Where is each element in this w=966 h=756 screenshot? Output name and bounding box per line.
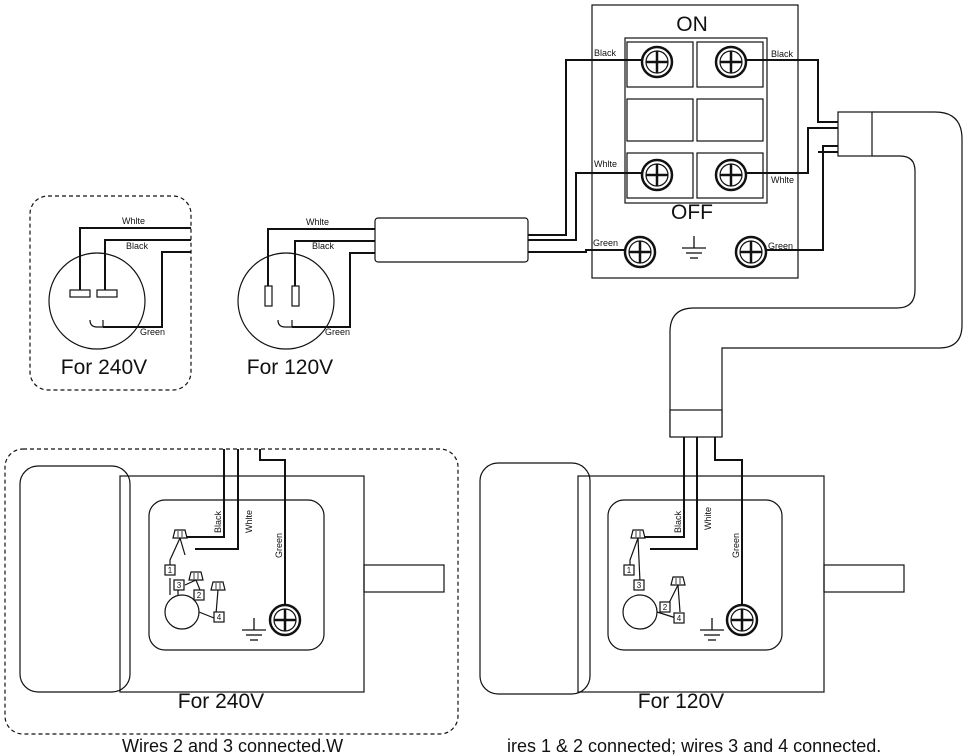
plug-120v: Whlte Black Green For 120V [237, 217, 375, 379]
motor-240v-green-label: Green [274, 533, 284, 558]
motor-120v-white-label: White [703, 507, 713, 530]
switch-green-label-left: Green [593, 238, 618, 248]
motor-120v-terminal-2: 2 [663, 603, 668, 612]
caption-right: ires 1 & 2 connected; wires 3 and 4 conn… [507, 736, 881, 756]
motor-240v: 1 3 2 4 Black Whlte Green For 240V [4, 448, 459, 735]
switch-screw-bottom-left [640, 158, 674, 192]
motor-120v-black-label: Black [673, 510, 683, 533]
plug-120v-black-label: Black [312, 241, 335, 251]
switch-off-label: OFF [671, 201, 713, 224]
plug-240v: Whlte Black Green For 240V [29, 195, 192, 391]
motor-120v-title: For 120V [638, 690, 724, 713]
plug-120v-title: For 120V [247, 356, 333, 379]
switch-screw-top-right [714, 45, 748, 79]
motor-120v: 1 3 2 4 Black White Green For 120V [479, 437, 905, 713]
motor-120v-terminal-1: 1 [627, 566, 632, 575]
motor-120v-terminal-3: 3 [637, 581, 642, 590]
motor-120v-wire-nut-right [670, 576, 686, 586]
plug-240v-black-label: Black [126, 241, 149, 251]
motor-240v-terminal-1: 1 [168, 566, 173, 575]
switch-on-label: ON [676, 13, 708, 36]
switch-ground-icon [681, 235, 707, 259]
motor-240v-wire-nut-top [172, 529, 188, 539]
plug-240v-title: For 240V [61, 356, 147, 379]
switch-box: ON OFF [591, 4, 799, 279]
motor-240v-white-label: Whlte [244, 510, 254, 533]
motor-120v-ground-icon [699, 617, 725, 641]
switch-green-label-right: Green [768, 241, 793, 251]
motor-120v-wire-nut-top [630, 529, 646, 539]
motor-120v-terminal-4: 4 [677, 614, 682, 623]
motor-240v-black-label: Black [213, 510, 223, 533]
switch-white-label-left: Whlte [594, 159, 617, 169]
motor-240v-title: For 240V [178, 690, 264, 713]
switch-wiring [374, 59, 873, 263]
switch-black-label-right: Black [771, 49, 794, 59]
motor-240v-terminal-2: 2 [197, 591, 202, 600]
motor-120v-green-label: Green [731, 533, 741, 558]
motor-240v-wire-nut-right [210, 581, 226, 591]
plug-120v-white-label: Whlte [306, 217, 329, 227]
switch-screw-top-left [640, 45, 674, 79]
motor-240v-ground-screw [268, 603, 302, 637]
switch-green-screw-left [623, 235, 657, 269]
motor-cable [669, 111, 963, 438]
plug-120v-green-label: Green [325, 327, 350, 337]
switch-screw-bottom-right [714, 158, 748, 192]
caption-left: Wires 2 and 3 connected.W [122, 736, 343, 756]
plug-240v-white-label: Whlte [122, 216, 145, 226]
motor-240v-terminal-3: 3 [177, 581, 182, 590]
plug-240v-green-label: Green [140, 327, 165, 337]
switch-black-label-left: Black [594, 48, 617, 58]
switch-white-label-right: Whlte [771, 175, 794, 185]
switch-green-screw-right [734, 235, 768, 269]
motor-240v-terminal-4: 4 [217, 613, 222, 622]
motor-240v-wire-nut-middle [188, 571, 204, 581]
motor-240v-ground-icon [241, 617, 267, 641]
motor-120v-ground-screw [725, 603, 759, 637]
